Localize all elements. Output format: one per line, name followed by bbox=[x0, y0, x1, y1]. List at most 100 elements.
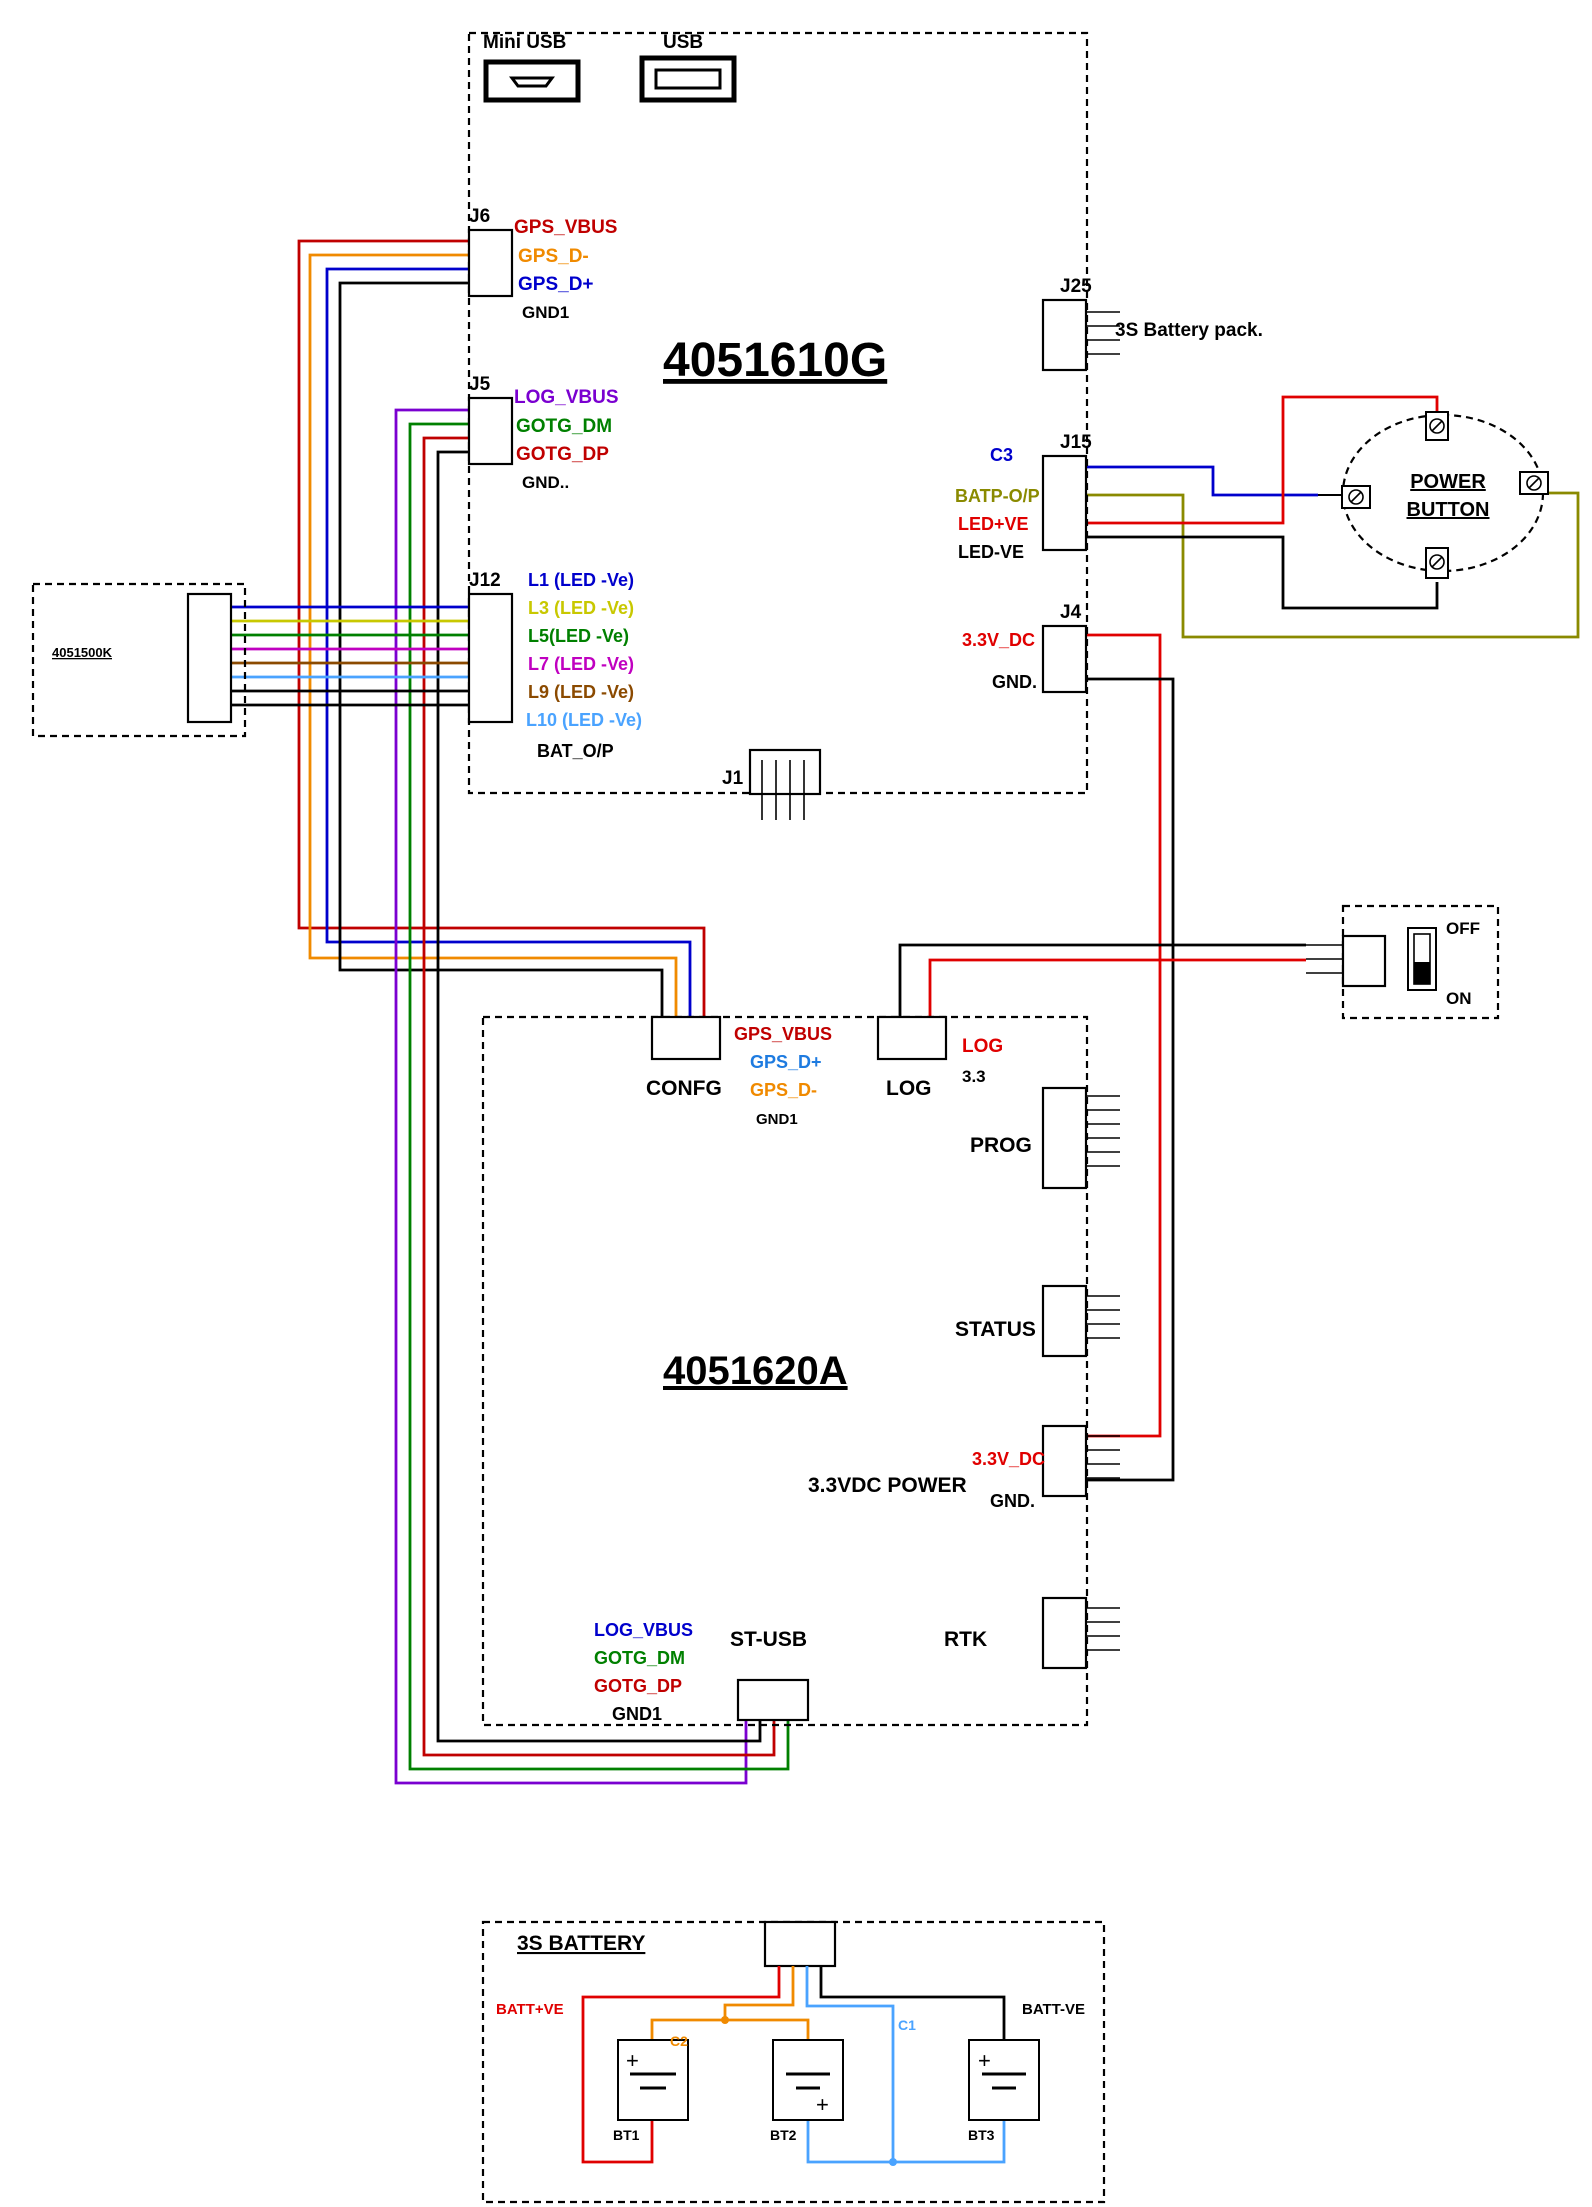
connector-j15 bbox=[1041, 454, 1088, 552]
battery-label-pos: BATT+VE bbox=[496, 2001, 564, 2018]
j4-signal-3v3: 3.3V_DC bbox=[962, 630, 1035, 650]
battery-cell-bt2: + bbox=[772, 2039, 844, 2121]
j12-signal-l1: L1 (LED -Ve) bbox=[528, 570, 634, 590]
st-usb-signal-gotg-dp: GOTG_DP bbox=[594, 1676, 682, 1696]
rtk-label: RTK bbox=[944, 1628, 987, 1651]
switch-on-label: ON bbox=[1446, 989, 1472, 1008]
j15-signal-led-neg: LED-VE bbox=[958, 542, 1024, 562]
usb-port bbox=[639, 55, 737, 103]
confg-signal-gnd1: GND1 bbox=[756, 1111, 798, 1128]
connector-3v3-power bbox=[1041, 1424, 1088, 1498]
j5-signal-gotg-dp: GOTG_DP bbox=[516, 444, 609, 465]
wire-log-3v3 bbox=[898, 943, 1306, 1017]
board-bottom-outline bbox=[481, 1015, 1089, 1727]
wire-led-neg bbox=[1086, 535, 1439, 610]
connector-j6 bbox=[467, 228, 514, 298]
battery-cell-bt1: + bbox=[617, 2039, 689, 2121]
board-bottom-title: 4051620A bbox=[663, 1349, 848, 1393]
battery-title: 3S BATTERY bbox=[517, 1932, 645, 1955]
connector-j1 bbox=[748, 748, 822, 796]
connector-j12 bbox=[467, 592, 514, 724]
connector-status bbox=[1041, 1284, 1088, 1358]
st-usb-label: ST-USB bbox=[730, 1628, 807, 1651]
prog-label: PROG bbox=[970, 1134, 1032, 1157]
battery-cell-bt3: + bbox=[968, 2039, 1040, 2121]
battery-label-neg: BATT-VE bbox=[1022, 2001, 1085, 2018]
wire-gps-dminus bbox=[308, 253, 678, 1017]
j15-signal-led-pos: LED+VE bbox=[958, 514, 1029, 534]
j12-label: J12 bbox=[469, 570, 501, 591]
battery-wire-c2 bbox=[650, 1966, 795, 2040]
j12-signal-l7: L7 (LED -Ve) bbox=[528, 654, 634, 674]
led-board-title: 4051500K bbox=[52, 645, 113, 660]
j1-label: J1 bbox=[722, 768, 744, 789]
j12-signal-l5: L5(LED -Ve) bbox=[528, 626, 629, 646]
svg-text:+: + bbox=[978, 2048, 991, 2073]
j6-signal-gps-dminus: GPS_D- bbox=[518, 246, 589, 267]
mini-usb-label: Mini USB bbox=[483, 32, 566, 53]
confg-signal-gps-vbus: GPS_VBUS bbox=[734, 1024, 832, 1044]
wires bbox=[227, 239, 1580, 1785]
battery-junction-c1 bbox=[889, 2158, 897, 2166]
pin-stubs bbox=[761, 311, 1343, 1651]
connector-rtk bbox=[1041, 1596, 1088, 1670]
power-button-terminal-right bbox=[1519, 471, 1549, 495]
battery-label-bt3: BT3 bbox=[968, 2127, 995, 2143]
log-signal-log: LOG bbox=[962, 1036, 1003, 1057]
j6-signal-gps-dplus: GPS_D+ bbox=[518, 274, 594, 295]
j4-label: J4 bbox=[1060, 602, 1082, 623]
j6-label: J6 bbox=[469, 206, 490, 227]
battery-wire-neg bbox=[819, 1966, 1006, 2040]
j5-label: J5 bbox=[469, 374, 491, 395]
power-button-terminal-left bbox=[1318, 485, 1371, 509]
j6-signal-gps-vbus: GPS_VBUS bbox=[514, 217, 617, 238]
connector-switch bbox=[1341, 934, 1387, 988]
j25-battery-pack: 3S Battery pack. bbox=[1115, 320, 1263, 341]
battery-wire-c1-b bbox=[893, 2120, 1006, 2164]
st-usb-signal-gotg-dm: GOTG_DM bbox=[594, 1648, 685, 1668]
svg-text:+: + bbox=[816, 2092, 829, 2117]
j12-signal-l9: L9 (LED -Ve) bbox=[528, 682, 634, 702]
connector-battery bbox=[763, 1920, 837, 1968]
led-board-outline bbox=[31, 582, 247, 738]
j5-signal-log-vbus: LOG_VBUS bbox=[514, 387, 619, 408]
power-button-label-1: POWER bbox=[1410, 471, 1486, 493]
wire-log-vbus bbox=[394, 408, 748, 1785]
wire-c3 bbox=[1086, 465, 1318, 497]
connectors bbox=[186, 228, 1387, 1968]
status-label: STATUS bbox=[955, 1318, 1036, 1341]
switch-outline bbox=[1341, 904, 1500, 1020]
connector-log bbox=[876, 1015, 948, 1061]
log-signal-3v3: 3.3 bbox=[962, 1067, 986, 1086]
confg-label: CONFG bbox=[646, 1077, 722, 1100]
mini-usb-port bbox=[483, 59, 581, 103]
j12-signal-l10: L10 (LED -Ve) bbox=[526, 710, 642, 730]
connector-prog bbox=[1041, 1086, 1088, 1190]
wire-gps-vbus bbox=[297, 239, 706, 1017]
battery-label-c1: C1 bbox=[898, 2017, 916, 2033]
slide-switch: OFF ON bbox=[1407, 919, 1480, 1008]
confg-signal-gps-dplus: GPS_D+ bbox=[750, 1052, 822, 1072]
st-usb-signal-gnd1: GND1 bbox=[612, 1704, 662, 1724]
connector-j5 bbox=[467, 396, 514, 466]
battery-junction-c2 bbox=[721, 2016, 729, 2024]
battery-label-bt1: BT1 bbox=[613, 2127, 640, 2143]
wire-gps-dplus bbox=[325, 267, 692, 1017]
battery-label-c2: C2 bbox=[670, 2033, 688, 2049]
wire-log bbox=[928, 958, 1306, 1017]
j15-signal-c3: C3 bbox=[990, 445, 1013, 465]
connector-led-board bbox=[186, 592, 233, 724]
power-signal-3v3: 3.3V_DC bbox=[972, 1449, 1045, 1469]
j5-signal-gnd: GND.. bbox=[522, 473, 569, 492]
svg-text:+: + bbox=[626, 2048, 639, 2073]
battery-wire-pos bbox=[581, 1966, 781, 2164]
connector-j4 bbox=[1041, 624, 1088, 694]
log-label: LOG bbox=[886, 1077, 932, 1100]
board-top-title: 4051610G bbox=[663, 334, 887, 387]
usb-label: USB bbox=[663, 32, 703, 53]
j25-label: J25 bbox=[1060, 276, 1092, 297]
battery-wire-c2-b bbox=[725, 2018, 810, 2040]
connector-st-usb bbox=[736, 1678, 810, 1722]
battery-outline bbox=[481, 1920, 1106, 2204]
